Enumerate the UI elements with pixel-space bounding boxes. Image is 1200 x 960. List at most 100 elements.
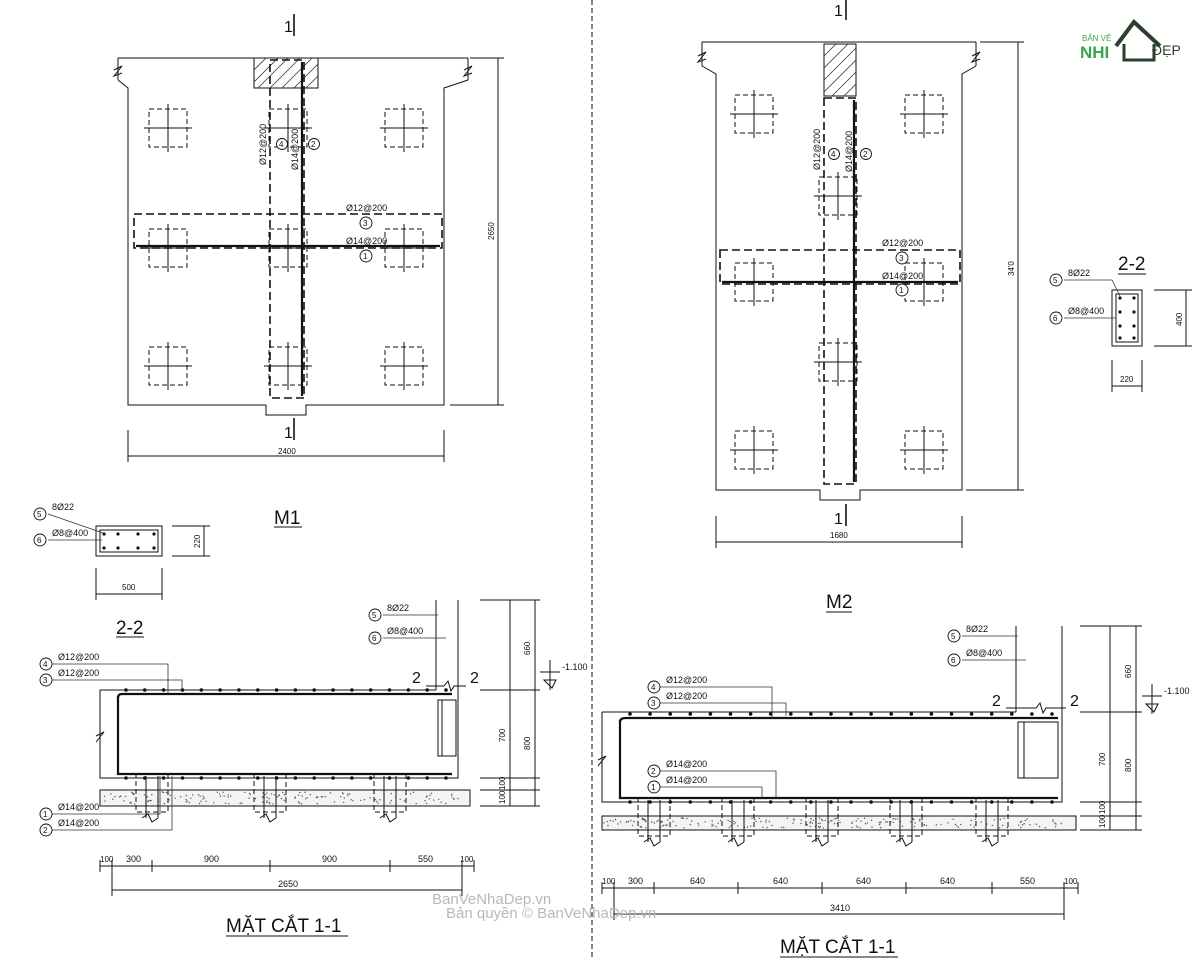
m2-s11-top-bar-1: Ø12@200 xyxy=(666,675,707,685)
svg-text:640: 640 xyxy=(940,876,955,886)
m2-s11-bot-bar-2: Ø14@200 xyxy=(666,775,707,785)
m2-s22-stirrup: Ø8@400 xyxy=(1068,306,1104,316)
m2-dim-height: 34'0 xyxy=(1007,261,1016,276)
m1-s22-dim-h: 220 xyxy=(193,534,202,548)
m2-vertical-strip xyxy=(823,97,857,485)
m2-s11-mark2-left: 2 xyxy=(992,693,1001,710)
svg-text:4: 4 xyxy=(831,150,836,159)
m1-s11-bot-bar-1: Ø14@200 xyxy=(58,802,99,812)
svg-text:5: 5 xyxy=(951,632,956,641)
m1-s11-bot-bar-2: Ø14@200 xyxy=(58,818,99,828)
m2-hbar-bot-label: Ø14@200 xyxy=(882,271,923,281)
svg-text:6: 6 xyxy=(1053,314,1058,323)
svg-text:100: 100 xyxy=(498,790,507,804)
m1-s11-dim-total: 2650 xyxy=(278,879,298,889)
svg-text:4: 4 xyxy=(43,660,48,669)
svg-text:5: 5 xyxy=(372,611,377,620)
m2-section-2-2: 2-2 5 8Ø22 6 Ø8@400 220 400 xyxy=(1049,254,1192,392)
m2-s11-elevation: -1.100 xyxy=(1164,686,1190,696)
m2-title: M2 xyxy=(826,592,852,613)
m2-s11-mark2-right: 2 xyxy=(1070,693,1079,710)
svg-text:3: 3 xyxy=(43,676,48,685)
svg-text:660: 660 xyxy=(1124,664,1133,678)
m1-s11-bar5: 8Ø22 xyxy=(387,603,409,613)
m1-column xyxy=(253,57,319,89)
svg-text:3: 3 xyxy=(899,254,904,263)
svg-text:100: 100 xyxy=(100,855,114,864)
m2-s11-lean-concrete xyxy=(601,815,1077,831)
m2-section-mark-top: 1 xyxy=(834,3,843,20)
svg-text:2: 2 xyxy=(651,767,656,776)
m1-s11-mark2-left: 2 xyxy=(412,670,421,687)
m1-s22-stirrup: Ø8@400 xyxy=(52,528,88,538)
m2-s11-top-bar-2: Ø12@200 xyxy=(666,691,707,701)
m1-vbar-bot-label: Ø14@200 xyxy=(290,129,300,170)
m1-cap-outline xyxy=(117,79,469,416)
svg-text:640: 640 xyxy=(773,876,788,886)
m1-plan: 1 Ø12@200 Ø14@200 4 2 Ø12@200 3 Ø1 xyxy=(112,14,504,529)
m1-s11-top-bar-1: Ø12@200 xyxy=(58,652,99,662)
m1-vertical-strip xyxy=(269,59,305,399)
watermark-brand: BanVeNhaDep.vn xyxy=(432,891,551,908)
svg-text:640: 640 xyxy=(856,876,871,886)
m1-s11-mark2-right: 2 xyxy=(470,670,479,687)
svg-text:660: 660 xyxy=(523,641,532,655)
svg-text:900: 900 xyxy=(322,854,337,864)
svg-text:2: 2 xyxy=(43,826,48,835)
svg-text:640: 640 xyxy=(690,876,705,886)
m1-section-2-2: 5 8Ø22 6 Ø8@400 500 220 2-2 xyxy=(33,502,210,639)
svg-text:100: 100 xyxy=(1098,814,1107,828)
m2-s11-bar6: Ø8@400 xyxy=(966,648,1002,658)
svg-text:700: 700 xyxy=(1098,752,1107,766)
m2-vbar-top-label: Ø12@200 xyxy=(812,129,822,170)
m1-s11-bar6: Ø8@400 xyxy=(387,626,423,636)
svg-text:6: 6 xyxy=(951,656,956,665)
svg-text:6: 6 xyxy=(372,634,377,643)
m2-section-mark-bot: 1 xyxy=(834,511,843,528)
svg-text:100: 100 xyxy=(1098,800,1107,814)
m2-s22-dim-w: 220 xyxy=(1120,375,1134,384)
m2-plan: 1 Ø12@200 Ø14@200 4 2 Ø12@200 3 Ø14@200 … xyxy=(696,0,1024,613)
svg-text:1: 1 xyxy=(651,783,656,792)
m1-hbar-bot-label: Ø14@200 xyxy=(346,236,387,246)
m2-s22-title: 2-2 xyxy=(1118,254,1145,275)
svg-text:3: 3 xyxy=(651,699,656,708)
svg-text:100: 100 xyxy=(1064,877,1078,886)
svg-text:6: 6 xyxy=(37,536,42,545)
m2-section-1-1: 5 8Ø22 6 Ø8@400 4 Ø12@200 3 Ø12@200 2 Ø1… xyxy=(597,624,1190,958)
svg-text:2: 2 xyxy=(863,150,868,159)
m2-s22-bar-main: 8Ø22 xyxy=(1068,268,1090,278)
svg-text:300: 300 xyxy=(628,876,643,886)
svg-text:100: 100 xyxy=(498,776,507,790)
m1-section-mark-bot: 1 xyxy=(284,425,293,442)
m1-hbar-n-top: 3 xyxy=(363,219,368,228)
svg-text:100: 100 xyxy=(460,855,474,864)
m2-dim-width: 1680 xyxy=(830,531,848,540)
m1-vbar-n-bot: 2 xyxy=(311,140,316,149)
svg-text:1: 1 xyxy=(43,810,48,819)
m1-hbar-n-bot: 1 xyxy=(363,252,368,261)
m1-s22-title: 2-2 xyxy=(116,618,143,639)
svg-text:800: 800 xyxy=(523,736,532,750)
m1-s11-cage xyxy=(116,692,452,776)
m2-s11-dim-total: 3410 xyxy=(830,903,850,913)
m1-title: M1 xyxy=(274,508,300,529)
m1-s11-top-bar-2: Ø12@200 xyxy=(58,668,99,678)
logo-nhi: NHI xyxy=(1080,43,1109,62)
m1-s11-elevation: -1.100 xyxy=(562,662,588,672)
svg-text:100: 100 xyxy=(602,877,616,886)
m1-s11-title: MẶT CẮT 1-1 xyxy=(226,915,341,937)
m2-column xyxy=(823,43,857,97)
house-roof-icon xyxy=(1114,19,1162,48)
m1-vbar-top-label: Ø12@200 xyxy=(258,124,268,165)
m2-s11-cage xyxy=(618,716,1058,800)
m2-s22-dim-h: 400 xyxy=(1175,312,1184,326)
m1-section-mark-top: 1 xyxy=(284,19,293,36)
svg-text:900: 900 xyxy=(204,854,219,864)
svg-text:4: 4 xyxy=(651,683,656,692)
m2-s11-bot-bar-1: Ø14@200 xyxy=(666,759,707,769)
svg-text:5: 5 xyxy=(37,510,42,519)
svg-text:550: 550 xyxy=(418,854,433,864)
logo: BẢN VẼ NHI ĐẸP xyxy=(1080,19,1181,62)
